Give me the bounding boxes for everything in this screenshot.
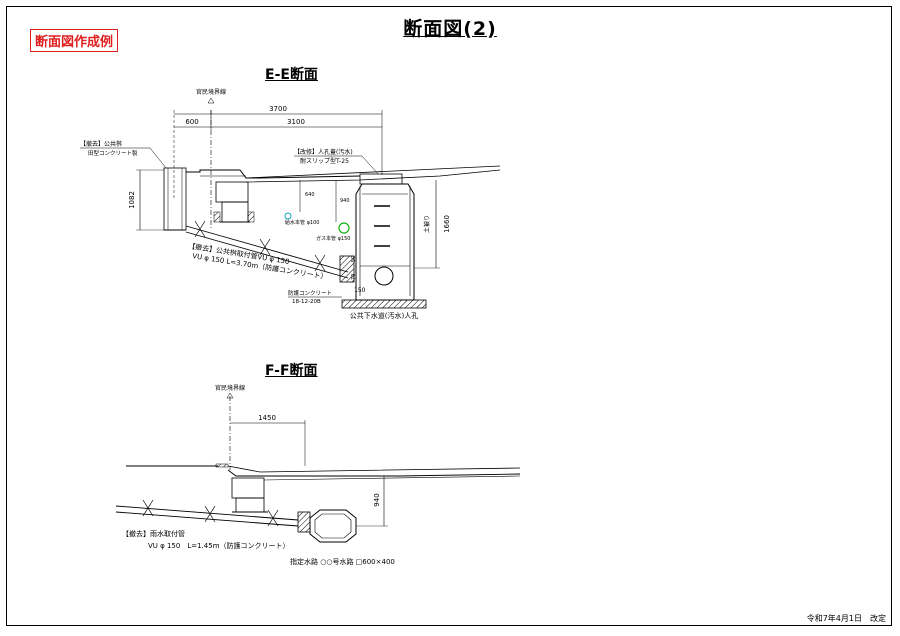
ee-water-pipe-icon [284, 212, 292, 220]
ee-gas-pipe-icon [338, 222, 350, 234]
ee-protect-label-1: 防護コンクリート [288, 289, 332, 297]
ff-gutter-block [231, 477, 265, 499]
ee-section-title: E-E断面 [265, 67, 318, 83]
ee-remove-label-2: 田型コンクリート製 [88, 149, 138, 157]
ff-pipe-label-1: 【撤去】雨水取付管 [122, 529, 185, 538]
revision-date: 令和7年4月1日 改定 [806, 614, 886, 623]
ee-water-pipe-label: 給水本管 φ100 [285, 219, 319, 226]
ee-manhole-name: 公共下水道(汚水)人孔 [350, 311, 418, 320]
ee-dim-640: 640 [305, 192, 315, 198]
ee-boundary-marker [207, 97, 215, 104]
ff-dim-940: 940 [373, 493, 381, 506]
ee-section: 官民境界線 3700 600 3100 【撤去】公共桝 田型コンクリート製 10… [80, 88, 501, 320]
ff-boundary-label: 官民境界線 [215, 384, 245, 392]
ee-gas-pipe-label: ガス本管 φ150 [316, 235, 350, 242]
ff-section: 官民境界線 1450 【撤去】雨水取付管 VU φ 150 L=1.45m（防護… [115, 384, 521, 566]
ee-dim-50: 50 [351, 256, 357, 262]
ee-dim-70: 70 [351, 274, 357, 280]
ee-depth-left: 1082 [128, 191, 136, 209]
ee-dim-left: 600 [185, 118, 198, 126]
ff-dim-top: 1450 [258, 414, 276, 422]
ee-dim-total: 3700 [269, 105, 287, 113]
drawing-frame [6, 6, 892, 626]
ee-remove-label-1: 【撤去】公共桝 [80, 140, 122, 148]
ee-dim-150: 150 [354, 287, 366, 294]
ee-protect-concrete [339, 255, 355, 283]
ee-manhole-label-1: 【改修】人孔蓋(汚水) [294, 148, 353, 156]
ff-pipe-removal-marks [142, 499, 279, 527]
page-title: 断面図(2) [403, 18, 497, 40]
ff-lateral-pipe [115, 505, 299, 521]
ee-protect-label-2: 18-12-20B [292, 299, 321, 305]
ee-soil-cover-value: 1660 [443, 215, 451, 233]
ee-pipe-removal-marks [194, 220, 326, 272]
ee-manhole-base [341, 299, 427, 309]
ee-soil-cover-label: 土被り [423, 215, 431, 233]
ff-channel-label: 指定水路 ○○号水路 □600×400 [290, 557, 395, 566]
ff-protect-concrete [297, 511, 311, 533]
ee-dim-940: 940 [340, 198, 350, 204]
ee-boundary-label: 官民境界線 [196, 88, 226, 96]
ee-manhole-label-2: 耐スリップ型T-25 [300, 157, 349, 165]
ff-section-title: F-F断面 [265, 363, 318, 379]
section-example-stamp: 断面図作成例 [30, 29, 119, 52]
ee-public-box [163, 167, 187, 231]
ee-ground-line [186, 169, 361, 179]
ff-boundary-marker [226, 392, 234, 399]
ee-manhole [355, 173, 415, 301]
ee-gutter-block [215, 181, 249, 203]
ff-channel [309, 509, 357, 543]
ee-dim-right: 3100 [287, 118, 305, 126]
ff-pipe-label-2: VU φ 150 L=1.45m（防護コンクリート） [148, 541, 290, 550]
